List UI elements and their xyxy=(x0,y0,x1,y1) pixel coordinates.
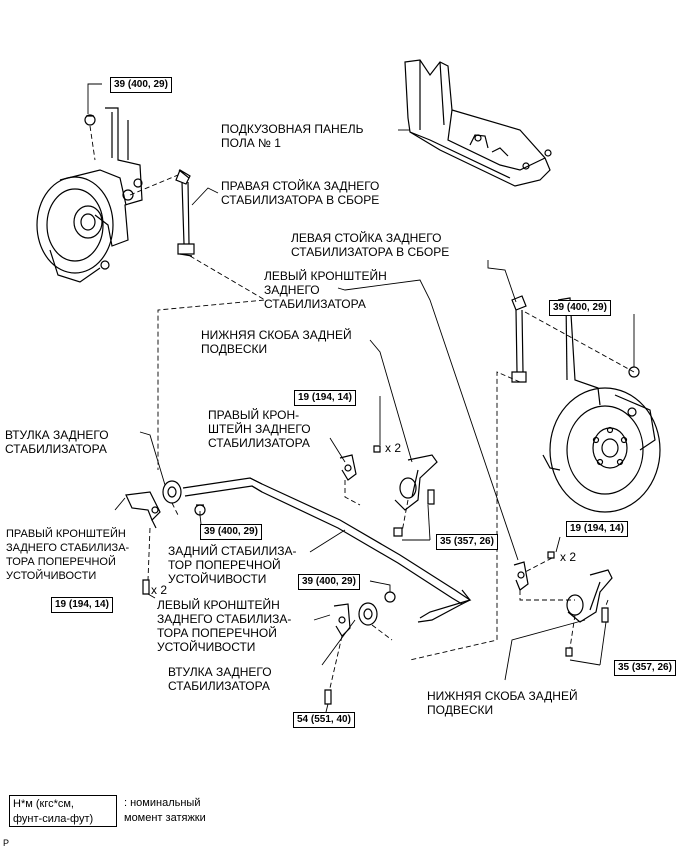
lower-arm-bottom-drawing xyxy=(566,569,613,623)
left-link-drawing xyxy=(511,295,527,383)
quantity-multiplier: x 2 xyxy=(560,550,577,564)
right-bracket-small-drawing xyxy=(513,561,529,591)
stabilizer-bar-drawing xyxy=(182,477,472,623)
left-knuckle-drawing xyxy=(542,297,661,513)
page-mark: P xyxy=(3,838,10,848)
nut-drawing xyxy=(194,504,206,516)
right-bracket-mid-drawing xyxy=(339,454,357,481)
torque-spec-lower-arm-top: 35 (357, 26) xyxy=(436,534,498,550)
torque-spec-right-bracket-left-bolt: 19 (194, 14) xyxy=(51,597,113,613)
floor-panel-drawing xyxy=(404,59,552,187)
legend-text: : номинальный момент затяжки xyxy=(124,797,206,824)
quantity-multiplier: x 2 xyxy=(385,441,402,455)
leader-lines xyxy=(87,83,635,713)
torque-spec-lower-arm-bottom: 35 (357, 26) xyxy=(614,660,676,676)
torque-spec-right-link-nut: 39 (400, 29) xyxy=(110,77,172,93)
torque-spec-left-link-nut: 39 (400, 29) xyxy=(549,300,611,316)
alignment-lines xyxy=(89,125,635,689)
left-bracket-bottom-drawing xyxy=(333,603,351,637)
quantity-multiplier: x 2 xyxy=(151,583,168,597)
torque-spec-bar-nut: 39 (400, 29) xyxy=(200,524,262,540)
lower-arm-top-drawing xyxy=(394,454,438,511)
right-link-drawing xyxy=(175,169,195,257)
torque-spec-bracket-bottom-bolt: 54 (551, 40) xyxy=(293,712,355,728)
left-bushing-drawing xyxy=(162,480,182,504)
torque-spec-link-nut-lower: 39 (400, 29) xyxy=(298,574,360,590)
torque-spec-right-bracket-bolt: 19 (194, 14) xyxy=(294,390,356,406)
torque-spec-left-bracket-bolt: 19 (194, 14) xyxy=(566,521,628,537)
right-bracket-left-drawing xyxy=(125,491,161,529)
legend-box: Н*м (кгс*см, фунт-сила-фут) xyxy=(9,795,117,827)
nut-lower-drawing xyxy=(384,591,396,603)
bushing-bottom-drawing xyxy=(358,602,378,626)
right-knuckle-drawing xyxy=(36,107,143,283)
